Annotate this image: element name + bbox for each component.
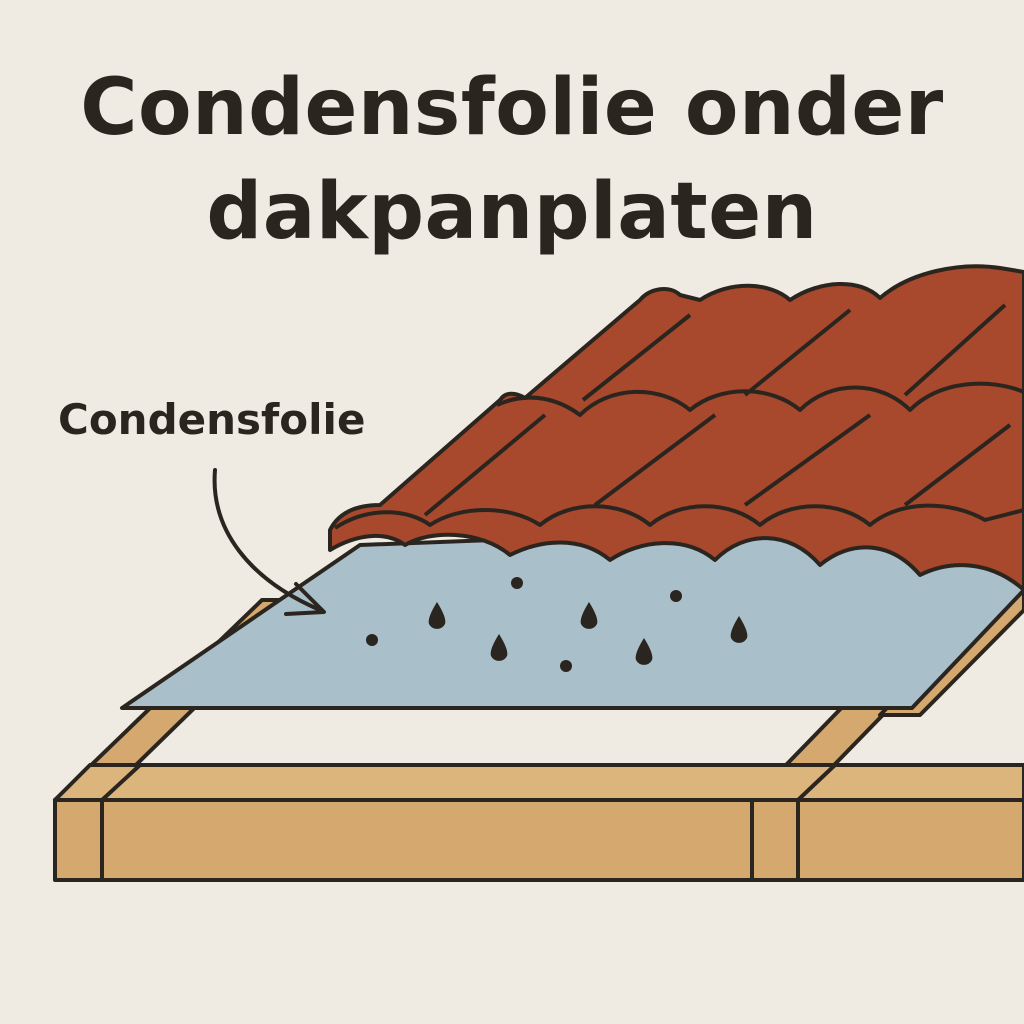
beam-top-face: [53, 763, 1024, 802]
tile-ridge: [593, 413, 717, 507]
droplet: [670, 590, 682, 602]
droplet: [428, 602, 446, 629]
arrow-head: [284, 582, 326, 616]
title-line-2: dakpanplaten: [206, 167, 818, 257]
tile-body: [328, 264, 1024, 592]
droplet: [635, 638, 653, 665]
tile-ridge: [743, 308, 852, 397]
droplet: [490, 634, 508, 661]
tile-ridge: [423, 413, 547, 517]
callout-label-condensfolie: Condensfolie: [58, 395, 366, 444]
title-line-1: Condensfolie onder: [80, 63, 944, 153]
tile-ridge: [581, 313, 692, 402]
beam-top-seam-mid: [796, 763, 837, 802]
tile-course-line: [496, 381, 1024, 417]
roof-tile-sheet: [328, 264, 1024, 592]
droplet: [580, 602, 598, 629]
droplet: [730, 616, 748, 643]
tile-lower-scallop: [333, 503, 1024, 530]
curved-arrow-icon: [212, 468, 326, 616]
foil-sheet: [120, 518, 1024, 710]
condensation-foil: [120, 518, 1024, 710]
tile-ridges: [423, 303, 1012, 517]
droplet: [366, 634, 378, 646]
beam-front-face: [53, 798, 1024, 882]
droplet: [560, 660, 572, 672]
droplet: [511, 577, 523, 589]
tile-ridge: [903, 423, 1012, 507]
beam-top-seam-left: [100, 763, 142, 802]
tile-ridge: [743, 413, 872, 507]
page-title: Condensfolie onder dakpanplaten: [0, 56, 1024, 264]
tile-ridge: [903, 303, 1007, 397]
water-droplet-icon: [366, 577, 748, 672]
arrow-shaft: [212, 468, 322, 612]
